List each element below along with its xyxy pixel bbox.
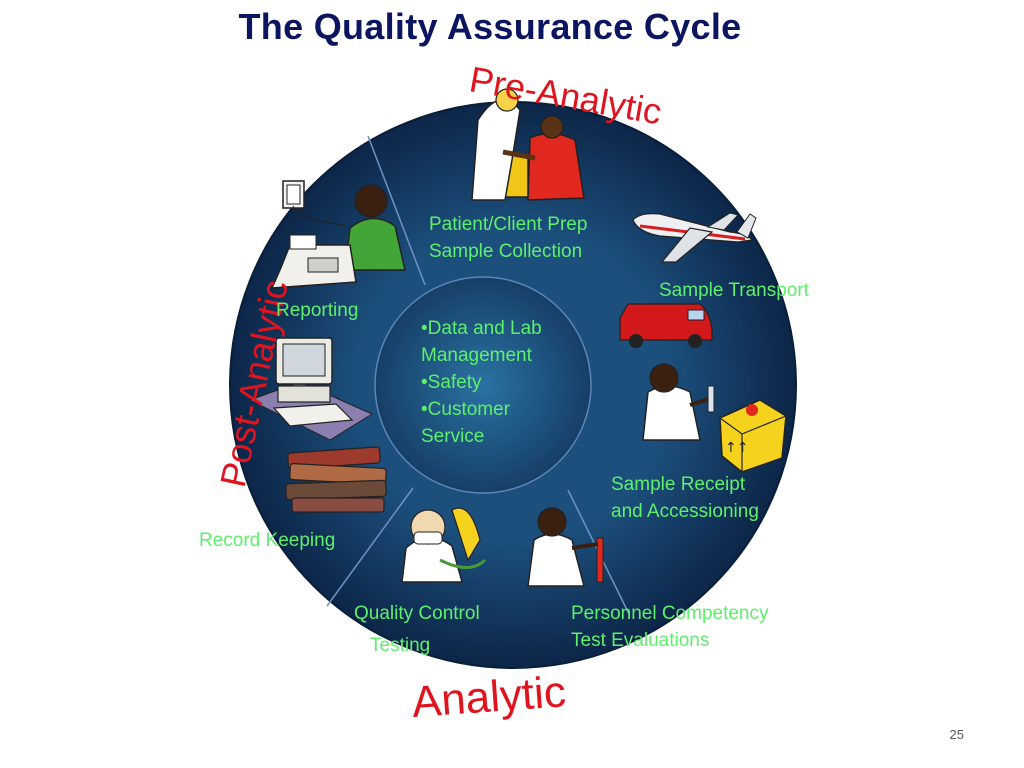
- step-personnel-competency: Personnel Competency Test Evaluations: [571, 600, 769, 654]
- van-clipart: [619, 303, 713, 348]
- books-clipart: [285, 446, 387, 513]
- page-title: The Quality Assurance Cycle: [238, 6, 742, 47]
- page-number: 25: [949, 727, 964, 742]
- step-record-keeping: Record Keeping: [199, 530, 336, 551]
- center-list: •Data and Lab Management •Safety •Custom…: [421, 315, 542, 450]
- step-label: Test Evaluations: [571, 630, 710, 651]
- masked-worker-clipart: [401, 507, 487, 583]
- phlebotomy-clipart: [471, 88, 585, 201]
- step-patient-prep: Patient/Client Prep Sample Collection: [429, 211, 587, 265]
- step-quality-control-testing: Testing: [370, 635, 431, 656]
- step-sample-receipt: Sample Receipt and Accessioning: [611, 471, 759, 525]
- lab-technician-clipart: [642, 363, 715, 441]
- telephone-clipart: [282, 180, 346, 226]
- airplane-clipart: [632, 212, 757, 263]
- step-label: Personnel Competency: [571, 603, 769, 624]
- step-quality-control: Quality Control: [354, 603, 480, 624]
- divider-analytic-left: [326, 487, 414, 607]
- divider-pre-post: [367, 135, 426, 286]
- center-item: Management: [421, 345, 532, 366]
- inner-hub: [374, 276, 592, 494]
- step-label: Sample Collection: [429, 241, 583, 262]
- center-item: Service: [421, 426, 485, 447]
- center-item: •Data and Lab: [421, 318, 542, 339]
- computer-clipart: [248, 337, 374, 441]
- svg-text:↑↑: ↑↑: [725, 440, 748, 456]
- step-reporting: Reporting: [276, 300, 359, 321]
- center-item: •Safety: [421, 372, 482, 393]
- step-label: Sample Receipt: [611, 474, 746, 495]
- box-clipart: ↑↑: [719, 399, 787, 473]
- center-item: •Customer: [421, 399, 511, 420]
- reporter-fax-clipart: [270, 184, 406, 289]
- step-label: Patient/Client Prep: [429, 214, 588, 235]
- scientist-clipart: [527, 507, 604, 587]
- step-sample-transport: Sample Transport: [659, 280, 809, 301]
- step-label: and Accessioning: [611, 501, 759, 522]
